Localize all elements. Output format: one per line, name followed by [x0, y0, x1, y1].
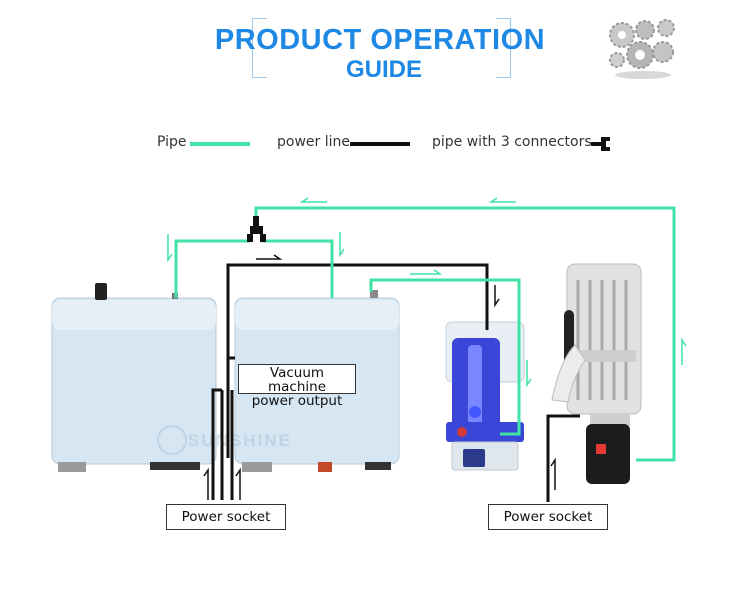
legend-connector-icon	[591, 137, 610, 151]
page-title: PRODUCT OPERATION	[214, 24, 546, 56]
vacuum-output-label: Vacuum machine power output	[238, 364, 356, 408]
watermark-text: SUNSHINE	[188, 431, 292, 450]
power-lines	[211, 263, 580, 502]
power-arrow-right	[256, 254, 283, 260]
vacuum-pump	[551, 263, 642, 484]
power-arrow-up-left2	[235, 467, 241, 500]
title-bracket-left	[252, 18, 267, 78]
arrow-left-2	[488, 197, 516, 203]
arrow-down-2	[339, 232, 345, 258]
pipes	[174, 206, 676, 462]
power-socket-left-label: Power socket	[166, 504, 286, 530]
power-line-socket-left-a	[211, 388, 222, 500]
machine-left	[51, 283, 217, 472]
pipe-to-pump	[254, 206, 676, 462]
legend-pipe-3-label: pipe with 3 connectors	[432, 134, 592, 150]
legend-pipe-label: Pipe	[157, 134, 187, 150]
title-bracket-right	[496, 18, 511, 78]
pipe-left-machine	[174, 239, 250, 298]
arrow-down-3	[526, 360, 532, 388]
three-way-connector-icon	[247, 216, 266, 242]
power-arrow-up-right	[550, 457, 556, 490]
arrow-up-1	[681, 337, 687, 365]
legend-power-line-label: power line	[277, 134, 350, 150]
arrow-right-1	[410, 269, 443, 275]
power-arrow-down	[494, 285, 500, 308]
page-subtitle: GUIDE	[345, 56, 422, 83]
pipe-to-flowmeter	[369, 278, 521, 436]
power-arrow-up-left	[203, 467, 209, 500]
power-arrows	[203, 254, 556, 500]
arrow-left-1	[299, 197, 327, 203]
vacuum-output-line1: Vacuum machine	[267, 365, 326, 395]
power-socket-right-label: Power socket	[488, 504, 608, 530]
vacuum-output-line2: power output	[251, 393, 343, 409]
pipe-middle-machine	[262, 239, 334, 298]
power-line-to-flowmeter	[226, 263, 489, 458]
pipe-arrows	[167, 197, 687, 388]
gears-icon	[609, 19, 675, 79]
arrow-down-1	[167, 234, 173, 263]
power-line-pump	[546, 414, 580, 502]
flowmeter-device	[445, 321, 525, 471]
